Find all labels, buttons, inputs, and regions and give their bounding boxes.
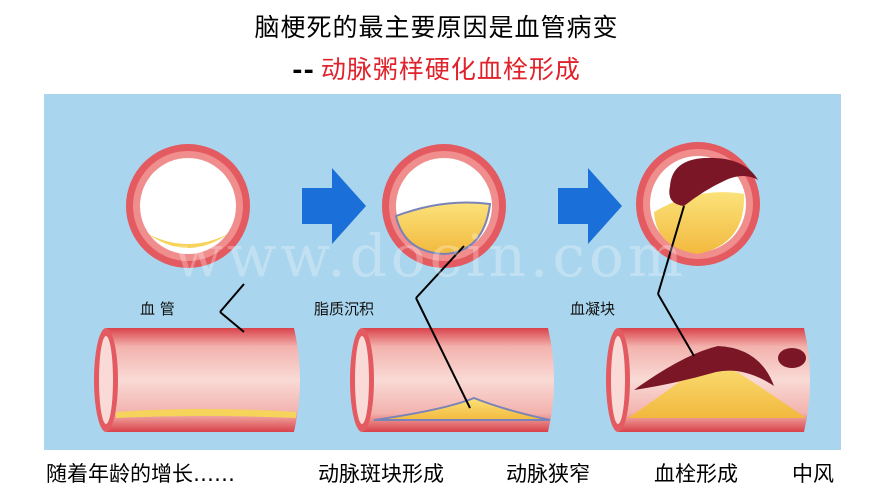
caption-thrombus-formation: 血栓形成 <box>654 462 738 486</box>
label-blood-clot: 血凝块 <box>570 300 616 318</box>
subtitle-dash: -- <box>292 55 315 84</box>
vessel-segment-healthy <box>94 328 300 432</box>
arrow-right-icon <box>302 168 366 244</box>
artery-illustration <box>94 142 810 432</box>
leader-lines <box>219 205 695 409</box>
label-lipid-deposit: 脂质沉积 <box>314 300 375 318</box>
label-vessel: 血 管 <box>140 300 175 318</box>
subtitle-text: 动脉粥样硬化血栓形成 <box>320 55 581 84</box>
caption-plaque-formation: 动脉斑块形成 <box>318 462 444 486</box>
page-subtitle: --动脉粥样硬化血栓形成 <box>0 50 873 86</box>
cross-section-clot <box>636 142 760 266</box>
caption-stenosis: 动脉狭窄 <box>506 462 590 486</box>
cross-section-lipid <box>382 144 506 268</box>
caption-aging: 随着年龄的增长…… <box>46 462 235 486</box>
cross-section-healthy <box>126 144 250 268</box>
vessel-segment-plaque <box>350 328 554 432</box>
arrow-right-icon <box>558 168 622 244</box>
page-title: 脑梗死的最主要原因是血管病变 <box>254 13 619 42</box>
illustration-panel: 血 管 脂质沉积 血凝块 <box>44 94 841 450</box>
caption-stroke: 中风 <box>792 462 834 486</box>
vessel-segment-clot <box>606 328 810 432</box>
